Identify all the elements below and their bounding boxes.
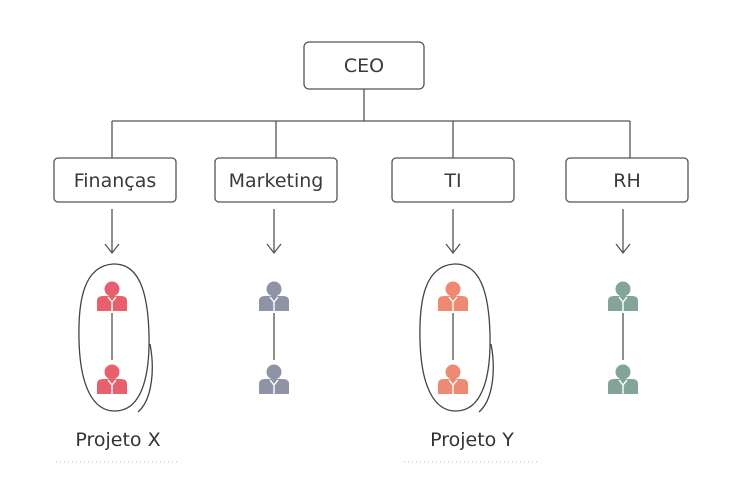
group-label-projeto-x: Projeto X bbox=[75, 429, 160, 451]
ceo-label: CEO bbox=[344, 55, 384, 77]
arrow-rh bbox=[615, 209, 631, 255]
department-label: Marketing bbox=[229, 170, 324, 192]
arrow-financas bbox=[104, 209, 120, 255]
person-links bbox=[111, 313, 624, 360]
person-details bbox=[107, 296, 628, 394]
department-label: RH bbox=[613, 170, 641, 192]
department-marketing: Marketing bbox=[214, 157, 338, 203]
arrows bbox=[104, 209, 631, 255]
group-label-projeto-y: Projeto Y bbox=[430, 429, 514, 451]
arrow-ti bbox=[445, 209, 461, 255]
department-rh: RH bbox=[565, 157, 689, 203]
department-label: TI bbox=[443, 170, 461, 192]
department-label: Finanças bbox=[74, 170, 157, 192]
group-outlines bbox=[78, 263, 494, 413]
connector-lines bbox=[111, 89, 631, 158]
department-ti: TI bbox=[391, 157, 515, 203]
department-financas: Finanças bbox=[53, 157, 177, 203]
group-outline-projeto-y bbox=[419, 263, 491, 412]
ceo-node: CEO bbox=[303, 41, 425, 90]
people bbox=[97, 281, 638, 394]
group-outline-projeto-x bbox=[78, 263, 150, 412]
arrow-marketing bbox=[266, 209, 282, 255]
